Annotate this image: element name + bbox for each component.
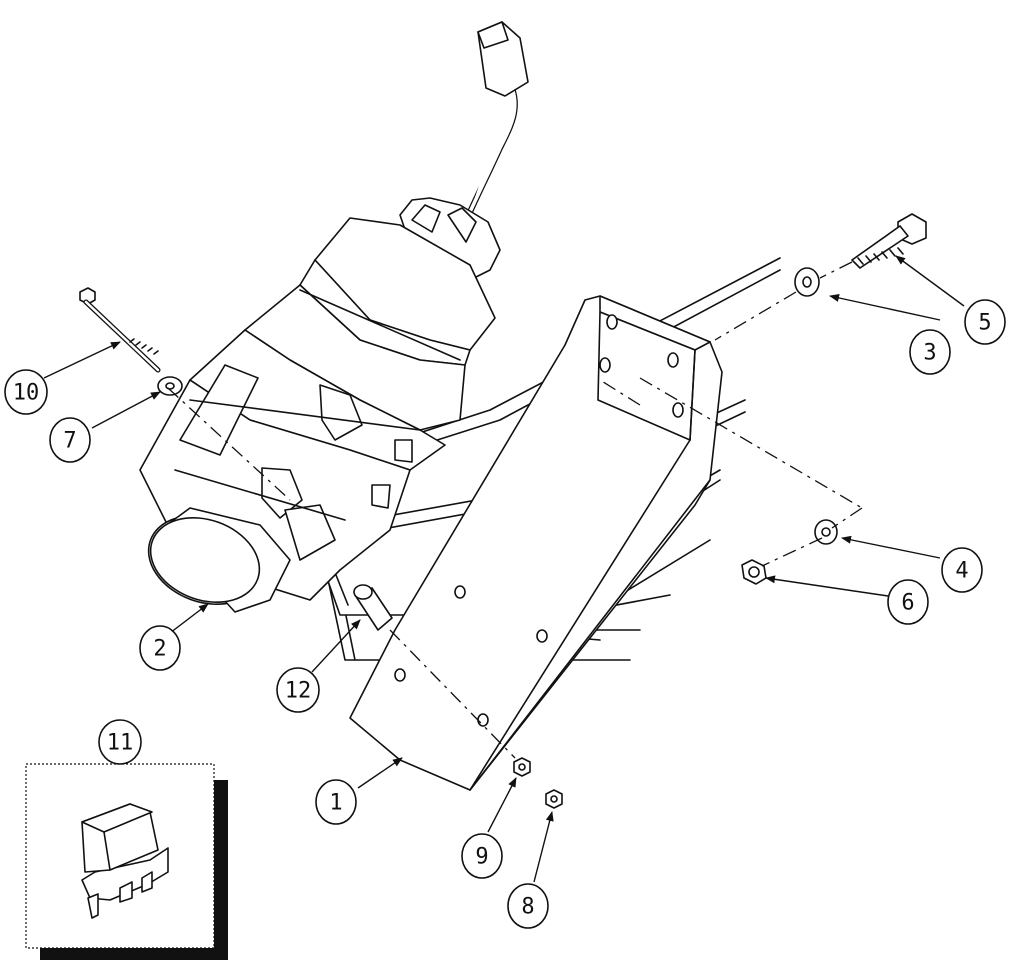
- callout-5-label: 5: [978, 311, 991, 336]
- washer-7: [157, 376, 183, 396]
- callout-1-label: 1: [329, 791, 342, 816]
- callout-9-label: 9: [475, 845, 488, 870]
- callout-11: 11: [98, 719, 142, 765]
- nut-8: [545, 789, 563, 809]
- callout-10-label: 10: [13, 381, 40, 406]
- callout-2-label: 2: [153, 637, 166, 662]
- pin-stud: [353, 584, 393, 631]
- inset-relay: [25, 763, 228, 960]
- callout-6-label: 6: [901, 591, 914, 616]
- callout-11-label: 11: [107, 731, 134, 756]
- actuator-assembly: [139, 21, 529, 613]
- callout-12-label: 12: [285, 679, 312, 704]
- nut-9: [513, 757, 531, 777]
- callout-3: 3: [909, 329, 951, 375]
- callout-3-label: 3: [923, 341, 936, 366]
- callout-1: 1: [315, 779, 357, 825]
- mounting-bracket: [304, 257, 781, 791]
- callout-5: 5: [964, 299, 1006, 345]
- callout-7: 7: [49, 417, 91, 463]
- callout-4-label: 4: [955, 559, 968, 584]
- callout-9: 9: [461, 833, 503, 879]
- washer-3: [794, 267, 820, 297]
- bolt-5: [851, 213, 927, 269]
- long-bolt: [79, 287, 161, 373]
- relay-module: [81, 803, 169, 919]
- nut-6: [741, 559, 767, 585]
- callout-4: 4: [941, 547, 983, 593]
- callout-7-label: 7: [63, 429, 76, 454]
- callout-12: 12: [276, 667, 320, 713]
- assembly-centerlines: [167, 261, 863, 759]
- callout-10: 10: [4, 369, 48, 415]
- callout-6: 6: [887, 579, 929, 625]
- callout-8: 8: [507, 883, 549, 929]
- callout-8-label: 8: [521, 895, 534, 920]
- callout-2: 2: [139, 625, 181, 671]
